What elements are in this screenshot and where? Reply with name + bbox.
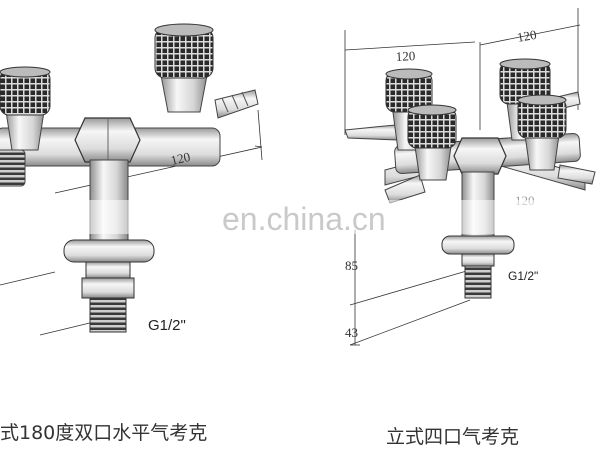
right-knob-4 — [517, 94, 567, 171]
right-dimension-top-left: 120 — [395, 48, 415, 64]
right-dimension-height-lower: 43 — [345, 325, 358, 340]
right-caption: 立式四口气考克 — [386, 426, 520, 448]
left-hex-body — [74, 117, 141, 163]
right-valve-drawing: 120 120 120 85 43 G1/2" — [344, 8, 596, 346]
right-thread — [464, 265, 492, 299]
left-knob-1 — [0, 66, 51, 151]
right-hex-body — [453, 137, 507, 175]
right-dimension-top-right: 120 — [516, 27, 538, 45]
left-caption: 式180度双口水平气考克 — [0, 422, 208, 444]
watermark: en.china.cn — [222, 201, 386, 237]
left-thread — [89, 297, 127, 333]
left-thread-label: G1/2" — [148, 317, 186, 334]
right-knob-3 — [407, 104, 457, 181]
right-dimension-lines — [344, 8, 581, 346]
left-knob-2 — [154, 23, 214, 113]
right-dimension-height-upper: 85 — [345, 258, 358, 273]
left-dimension-label: 120 — [169, 149, 191, 168]
right-thread-label: G1/2" — [508, 269, 538, 283]
left-valve-drawing: 120 G1/2" — [0, 23, 263, 336]
